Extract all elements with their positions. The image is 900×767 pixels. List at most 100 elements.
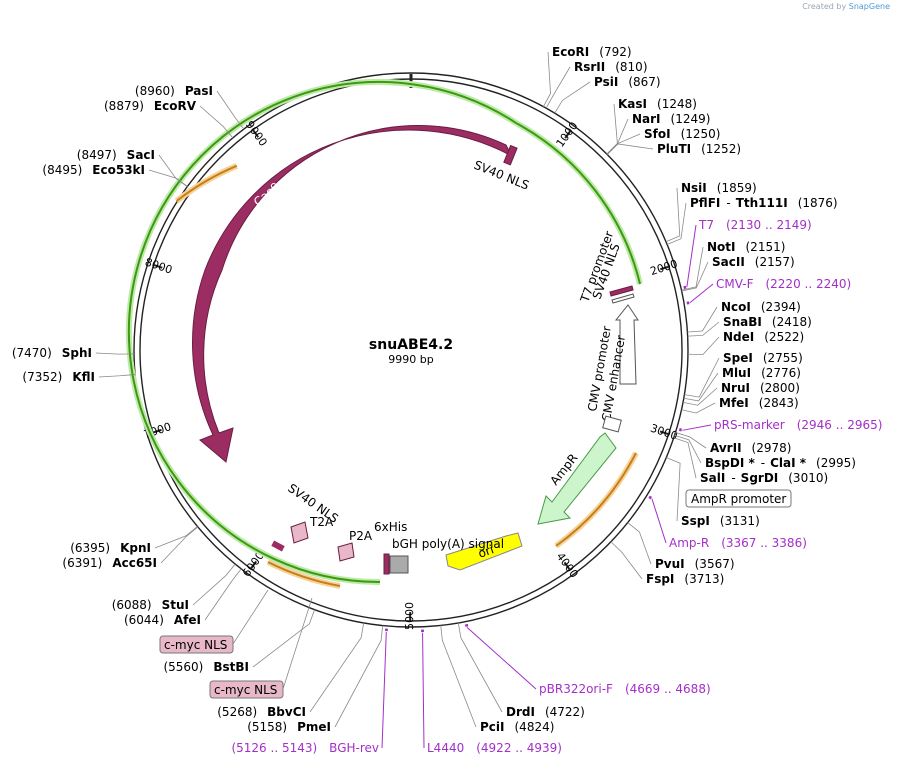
site-label-pvui[interactable]: PvuI(3567): [655, 557, 735, 571]
site-label-ecorv[interactable]: (8879)EcoRV: [104, 99, 197, 113]
cas9-arrow[interactable]: [192, 125, 513, 463]
site-leader: [675, 432, 707, 449]
site-label-pflfi[interactable]: PflFI-Tth111I(1876): [690, 196, 838, 210]
site-labels: EcoRI(792)RsrII(810)PsiI(867)KasI(1248)N…: [12, 45, 856, 734]
site-label-mfei[interactable]: MfeI(2843): [719, 396, 799, 410]
site-label-sali[interactable]: SalI-SgrDI(3010): [700, 471, 828, 485]
site-leader: [252, 609, 316, 668]
site-leader: [457, 622, 503, 713]
cmyc-nls-label-1: c-myc NLS: [164, 638, 227, 652]
site-label-psii[interactable]: PsiI(867): [594, 75, 661, 89]
ampr-promoter-label: AmpR promoter: [691, 492, 786, 506]
site-leader: [554, 81, 591, 114]
snapgene-brand: SnapGene: [848, 2, 890, 11]
ampr-arrow[interactable]: [537, 432, 617, 525]
site-label-nari[interactable]: NarI(1249): [632, 112, 710, 126]
site-label-ncoi[interactable]: NcoI(2394): [721, 300, 801, 314]
site-label-pasi[interactable]: (8960)PasI: [135, 84, 213, 98]
tick-label: 5000: [403, 602, 416, 630]
primer-label-bghrev[interactable]: (5126 .. 5143)BGH-rev: [231, 741, 379, 755]
site-leader: [158, 154, 188, 187]
primer-leader: [682, 424, 712, 431]
site-label-acc65i[interactable]: (6391)Acc65I: [62, 556, 157, 570]
site-label-bspdi[interactable]: BspDI *-ClaI *(2995): [705, 456, 856, 470]
primer-layer: T7(2130 .. 2149) CMV-F(2220 .. 2240) pRS-m…: [231, 218, 882, 755]
sv40-nls-top-box: [503, 144, 518, 166]
site-label-kfli[interactable]: (7352)KflI: [22, 370, 95, 384]
site-leader: [606, 133, 641, 155]
site-label-ecori[interactable]: EcoRI(792): [552, 45, 632, 59]
site-label-saci[interactable]: (8497)SacI: [77, 148, 155, 162]
site-label-kpni[interactable]: (6395)KpnI: [70, 541, 151, 555]
site-label-nsii[interactable]: NsiI(1859): [681, 181, 757, 195]
tick-mark: [659, 430, 669, 436]
primer-leader: [689, 283, 714, 303]
site-leader: [682, 387, 718, 406]
snapgene-credit: Created by SnapGene: [802, 2, 890, 11]
t7-promoter-box: [611, 293, 635, 304]
site-label-drdi[interactable]: DrdI(4722): [506, 705, 585, 719]
site-leader: [627, 522, 652, 565]
tick-label: 8000: [143, 255, 174, 276]
site-label-pluti[interactable]: PluTI(1252): [657, 142, 741, 156]
site-label-noti[interactable]: NotI(2151): [707, 240, 785, 254]
primer-leader: [686, 224, 697, 287]
site-leader: [681, 246, 704, 291]
site-label-kasi[interactable]: KasI(1248): [618, 97, 697, 111]
primer-label-ampr[interactable]: Amp-R(3367 .. 3386): [669, 536, 807, 550]
site-label-mlui[interactable]: MluI(2776): [722, 366, 801, 380]
site-label-sfoi[interactable]: SfoI(1250): [644, 127, 720, 141]
site-label-pmei[interactable]: (5158)PmeI: [247, 720, 331, 734]
site-label-snabi[interactable]: SnaBI(2418): [723, 315, 812, 329]
site-label-sphi[interactable]: (7470)SphI: [12, 346, 92, 360]
site-label-afei[interactable]: (6044)AfeI: [124, 613, 201, 627]
site-label-avrii[interactable]: AvrII(2978): [710, 441, 791, 455]
primer-leader: [381, 631, 387, 749]
site-leader: [610, 541, 643, 580]
site-leader: [545, 66, 571, 109]
site-label-fspi[interactable]: FspI(3713): [646, 572, 724, 586]
site-label-bstbi[interactable]: (5560)BstBI: [163, 660, 249, 674]
site-label-sacii[interactable]: SacII(2157): [712, 255, 795, 269]
primer-label-prsmarker[interactable]: pRS-marker(2946 .. 2965): [714, 418, 882, 432]
his-box: [383, 553, 390, 575]
cmyc-leader-2: [282, 597, 313, 690]
cmv-enhancer-arrow[interactable]: [614, 304, 639, 385]
site-leader: [606, 143, 654, 155]
site-label-nrui[interactable]: NruI(2800): [721, 381, 800, 395]
site-label-eco53ki[interactable]: (8495)Eco53kI: [42, 163, 145, 177]
p2a-box: [337, 542, 355, 562]
t2a-box: [290, 521, 309, 544]
site-leader: [334, 625, 384, 728]
site-label-stui[interactable]: (6088)StuI: [112, 598, 189, 612]
site-leader: [542, 51, 551, 107]
primer-label-t7[interactable]: T7(2130 .. 2149): [698, 218, 812, 232]
site-leader: [674, 434, 702, 464]
primer-leader: [651, 498, 667, 544]
primer-leader: [422, 632, 425, 749]
site-label-ndei[interactable]: NdeI(2522): [723, 330, 804, 344]
site-label-pcii[interactable]: PciI(4824): [480, 720, 554, 734]
primer-label-l4440[interactable]: L4440(4922 .. 4939): [427, 741, 562, 755]
tick-mark: [563, 561, 571, 571]
ori-label: ori: [476, 542, 495, 560]
primer-label-cmvf[interactable]: CMV-F(2220 .. 2240): [716, 277, 851, 291]
site-label-bbvci[interactable]: (5268)BbvCI: [217, 705, 306, 719]
site-label-rsrii[interactable]: RsrII(810): [574, 60, 648, 74]
site-label-spei[interactable]: SpeI(2755): [723, 351, 803, 365]
cmyc-leader-1: [232, 589, 269, 645]
site-leader: [687, 306, 718, 333]
site-leader: [199, 105, 234, 139]
site-leader: [683, 372, 719, 402]
tick-mark: [152, 428, 162, 434]
cmyc-nls-label-2: c-myc NLS: [214, 683, 277, 697]
primer-label-pbr322orif[interactable]: pBR322ori-F(4669 .. 4688): [539, 682, 711, 696]
bgh-label: bGH poly(A) signal: [392, 537, 504, 551]
ori-arrow[interactable]: [445, 532, 523, 571]
cmyc-nls-box-2: [209, 680, 284, 699]
tick-mark: [153, 264, 163, 269]
site-leader: [665, 187, 681, 243]
site-leader: [160, 526, 199, 564]
site-label-sspi[interactable]: SspI(3131): [681, 514, 760, 528]
tick-label: 2000: [649, 257, 680, 278]
